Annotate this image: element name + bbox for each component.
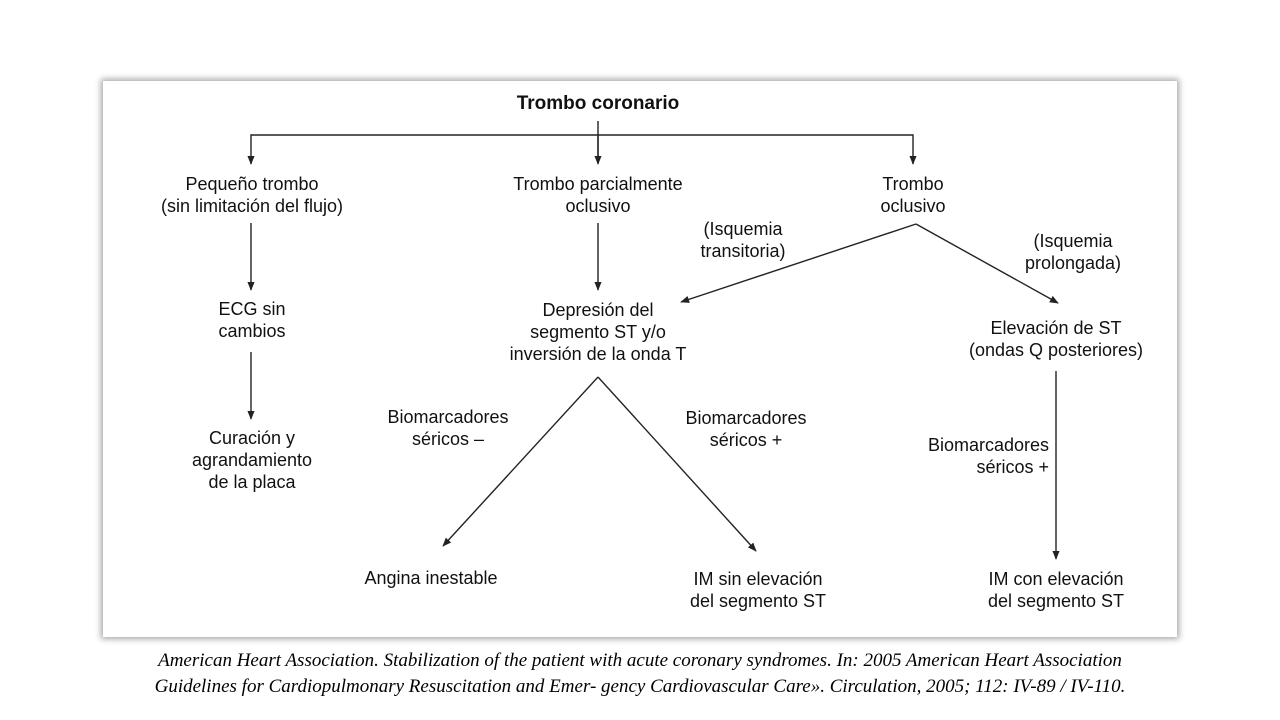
label-biomarcadores-positivo-mid: Biomarcadores séricos +	[685, 408, 807, 450]
arrow-to-angina	[442, 376, 599, 547]
connector-top-bar	[247, 134, 917, 165]
node-im-sin-elevacion: IM sin elevación del segmento ST	[689, 569, 827, 611]
flowchart-figure: Trombo coronario Pequeño trombo (sin lim…	[103, 81, 1177, 637]
node-trombo-coronario: Trombo coronario	[516, 93, 680, 114]
label-isquemia-transitoria: (Isquemia transitoria)	[700, 219, 786, 261]
flowchart-connectors	[247, 121, 1060, 560]
label-isquemia-prolongada: (Isquemia prolongada)	[1024, 231, 1122, 273]
node-im-con-elevacion: IM con elevación del segmento ST	[987, 569, 1125, 611]
node-angina-inestable: Angina inestable	[364, 568, 498, 588]
label-biomarcadores-positivo-right: Biomarcadores séricos +	[927, 435, 1049, 477]
arrow-to-nstemi	[597, 376, 757, 552]
node-curacion: Curación y agrandamiento de la placa	[191, 428, 313, 492]
node-trombo-oclusivo: Trombo oclusivo	[880, 174, 946, 216]
node-ecg-sin-cambios: ECG sin cambios	[218, 299, 286, 341]
arrow-prolonged	[915, 223, 1059, 304]
node-depresion-st: Depresión del segmento ST y/o inversión …	[509, 300, 687, 364]
citation-line-2: Guidelines for Cardiopulmonary Resuscita…	[154, 676, 1126, 697]
node-trombo-parcial: Trombo parcialmente oclusivo	[513, 174, 683, 216]
node-elevacion-st: Elevación de ST (ondas Q posteriores)	[968, 318, 1144, 360]
citation-caption: American Heart Association. Stabilizatio…	[0, 648, 1280, 700]
arrow-transient	[680, 223, 917, 303]
label-biomarcadores-negativo: Biomarcadores séricos –	[387, 407, 509, 449]
node-pequeno-trombo: Pequeño trombo (sin limitación del flujo…	[160, 174, 344, 216]
citation-line-1: American Heart Association. Stabilizatio…	[158, 650, 1122, 671]
